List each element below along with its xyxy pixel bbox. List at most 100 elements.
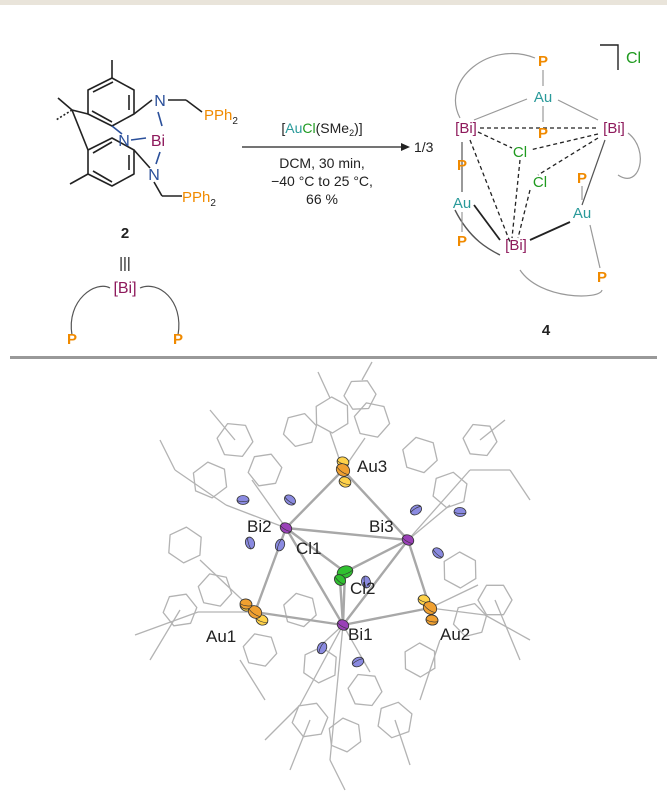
wireframe-stick <box>174 469 227 506</box>
counter-ion-bracket <box>600 44 619 70</box>
phenyl-ring <box>247 453 283 487</box>
phenyl-ring <box>443 551 477 589</box>
bismuth-ellipsoid-bi2-octant <box>280 524 292 532</box>
compound-number-4: 4 <box>542 322 551 339</box>
nitrogen-ellipsoid-octant <box>453 511 467 514</box>
ligand-n-lower: N <box>148 167 160 184</box>
product-au-top: Au <box>534 89 552 106</box>
product-au-left: Au <box>453 195 471 212</box>
nitrogen-ellipsoid-body <box>284 494 296 506</box>
nitrogen-ellipsoid <box>432 547 444 559</box>
nitrogen-ellipsoid <box>409 504 423 516</box>
gold-ellipsoid-au2b-octant <box>425 618 439 623</box>
gold-ellipsoid-au1b-octant <box>239 602 253 607</box>
bismuth-ellipsoid-bi1-octant <box>337 621 349 629</box>
reagent-formula: [AuCl(SMe2)] <box>281 120 362 138</box>
crystal-atoms <box>236 456 467 668</box>
abbrev-p-left: P <box>67 331 77 348</box>
nitrogen-ellipsoid <box>284 494 296 506</box>
nitrogen-ellipsoid <box>453 507 467 517</box>
wireframe-stick <box>149 609 181 661</box>
gold-ellipsoid-au3 <box>335 463 351 477</box>
core-bond <box>284 526 410 542</box>
nitrogen-ellipsoid-octant <box>433 548 443 558</box>
wireframe-stick <box>407 469 471 541</box>
bismuth-ellipsoid-bi2 <box>279 522 293 534</box>
label-cl2: Cl2 <box>350 579 376 598</box>
product-p-right-up: P <box>577 170 587 187</box>
product-counter-ion: Cl <box>626 50 641 67</box>
product-au-right: Au <box>573 205 591 222</box>
label-au2: Au2 <box>440 625 470 644</box>
wireframe-stick <box>264 704 301 741</box>
wireframe-stick <box>225 504 287 529</box>
aryl-ring-upper <box>87 77 135 127</box>
core-bond <box>284 526 345 627</box>
section-divider <box>10 356 657 359</box>
phenyl-ring <box>343 380 377 410</box>
product-bi-right: [Bi] <box>603 120 625 137</box>
wireframe-stick <box>509 469 531 501</box>
core-bond <box>284 468 345 530</box>
nitrogen-ellipsoid-octant <box>363 575 368 589</box>
phenyl-ring <box>432 471 468 509</box>
abbreviation-scheme: [Bi] P P <box>67 280 183 348</box>
gold-ellipsoid-au1b-body <box>239 598 253 610</box>
wireframe-stick <box>329 759 346 791</box>
chlorine-ellipsoid-cl2 <box>333 574 347 586</box>
chlorine-ellipsoid-cl2-body <box>333 574 347 586</box>
core-bond <box>341 538 410 627</box>
nitrogen-ellipsoid <box>244 536 256 550</box>
abbrev-p-right: P <box>173 331 183 348</box>
product-cl-a: Cl <box>513 144 527 161</box>
phenyl-ring <box>477 584 513 616</box>
label-bi3: Bi3 <box>369 517 394 536</box>
ligand-pph2-lower: PPh2 <box>182 189 216 209</box>
crystal-wireframe <box>134 361 531 791</box>
product-p-left-down: P <box>457 233 467 250</box>
wireframe-stick <box>289 719 311 771</box>
nitrogen-ellipsoid-octant <box>318 642 325 654</box>
bismuth-ellipsoid-bi3-octant <box>402 536 414 544</box>
product-structure <box>454 52 641 297</box>
core-bond <box>343 538 410 574</box>
product-p-right-down: P <box>597 269 607 286</box>
nitrogen-ellipsoid-body <box>351 656 365 668</box>
phenyl-ring <box>328 717 362 753</box>
phenyl-ring <box>402 436 438 474</box>
core-bond <box>341 468 410 542</box>
nitrogen-ellipsoid <box>316 641 328 655</box>
label-bi1: Bi1 <box>348 625 373 644</box>
wireframe-stick <box>394 719 411 766</box>
ligand-structure <box>55 60 203 197</box>
nitrogen-ellipsoid-octant <box>352 658 364 665</box>
compound-number-2: 2 <box>121 225 129 242</box>
reagent-conditions-solvent: DCM, 30 min, <box>279 155 365 171</box>
product-p-top-down: P <box>538 125 548 142</box>
phenyl-ring <box>162 593 198 627</box>
label-au1: Au1 <box>206 627 236 646</box>
wireframe-stick <box>429 584 479 609</box>
product-bi-left: [Bi] <box>455 120 477 137</box>
nitrogen-ellipsoid-octant <box>410 506 422 514</box>
product-p-top-up: P <box>538 53 548 70</box>
nitrogen-ellipsoid-octant <box>284 496 296 505</box>
label-bi2: Bi2 <box>247 517 272 536</box>
product-p-left-up: P <box>457 157 467 174</box>
phenyl-ring <box>462 423 498 457</box>
phenyl-ring <box>168 526 202 564</box>
phenyl-ring <box>283 592 317 628</box>
phenyl-ring <box>197 573 233 607</box>
wireframe-stick <box>317 371 331 399</box>
wireframe-stick <box>299 624 344 706</box>
nitrogen-ellipsoid-body <box>409 504 423 516</box>
nitrogen-ellipsoid <box>236 495 250 505</box>
wireframe-stick <box>209 409 236 441</box>
abbrev-bi: [Bi] <box>113 280 136 297</box>
nitrogen-ellipsoid <box>361 575 371 589</box>
wireframe-stick <box>419 639 441 701</box>
nitrogen-ellipsoid-body <box>236 495 250 505</box>
nitrogen-ellipsoid-body <box>316 641 328 655</box>
wireframe-stick <box>239 659 266 701</box>
wireframe-stick <box>429 607 486 616</box>
